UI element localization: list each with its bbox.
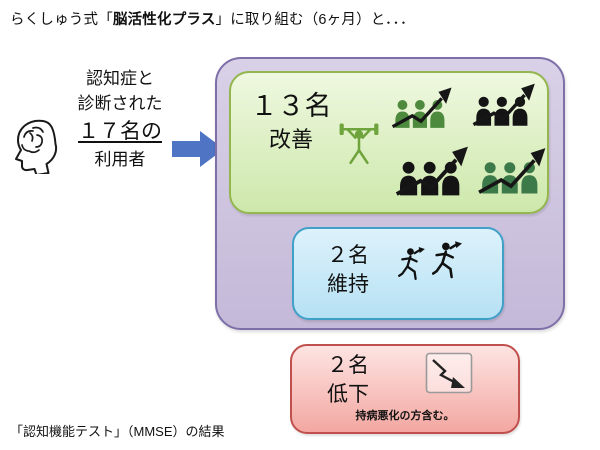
declined-panel (290, 344, 520, 434)
title-bold: 脳活性化プラス (112, 12, 216, 28)
footer-source: 「認知機能テスト」（MMSE）の結果 (10, 424, 225, 439)
people-trend-up-icon (395, 146, 468, 196)
people-trend-up-icon (391, 87, 452, 129)
patients-line1: 認知症と (86, 69, 154, 88)
maintained-count: ２名 (327, 244, 369, 267)
declined-text: 低下 (327, 383, 369, 406)
running-person-icon (398, 247, 425, 280)
people-trend-up-icon (472, 83, 535, 127)
title-post: 」に取り組む（6ヶ月）と．．． (215, 12, 415, 28)
maintained-text: 維持 (327, 273, 369, 296)
maintained-label: ２名 維持 (300, 241, 396, 299)
page-title: らくしゅう式「脳活性化プラス」に取り組む（6ヶ月）と．．． (10, 8, 415, 29)
patients-count: １７名の (78, 120, 162, 143)
running-person-icon (432, 241, 462, 279)
maintained-panel (292, 227, 504, 320)
improved-text: 改善 (268, 127, 313, 152)
brain-icon (15, 119, 58, 174)
improved-count: １３名 (250, 91, 332, 121)
people-trend-up-icon (478, 148, 546, 194)
declining-chart-icon (425, 352, 473, 394)
right-arrow-icon (172, 131, 224, 167)
title-pre: らくしゅう式「 (10, 12, 113, 28)
declined-note: 持病悪化の方含む。 (355, 410, 455, 422)
patients-line2: 診断された (77, 94, 163, 113)
declined-count: ２名 (327, 354, 369, 377)
patients-line4: 利用者 (94, 150, 146, 169)
weightlifter-icon (339, 123, 379, 165)
declined-label: ２名 低下 (302, 351, 394, 409)
patient-group-label: 認知症と 診断された １７名の 利用者 (56, 66, 184, 172)
improved-label: １３名 改善 (238, 88, 344, 155)
